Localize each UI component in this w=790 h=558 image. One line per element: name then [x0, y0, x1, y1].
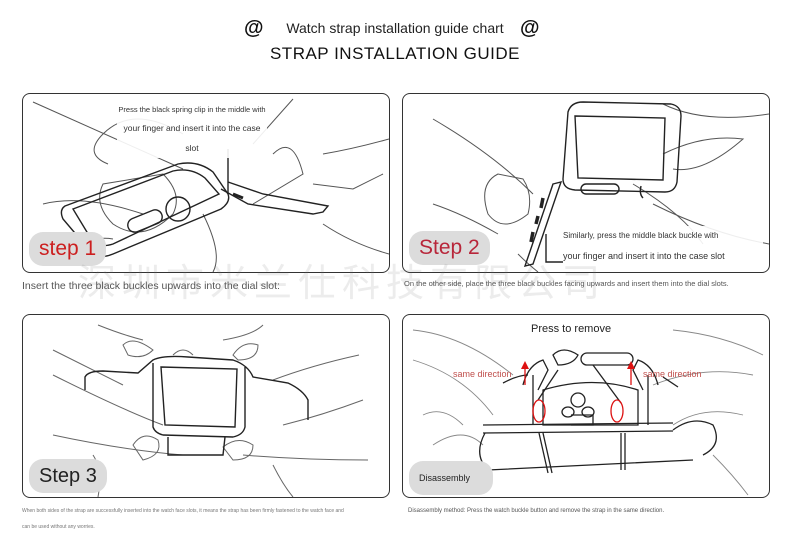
right-direction-label: same direction: [643, 369, 702, 379]
step-2-badge: Step 2: [409, 231, 490, 265]
step-3-caption-line-2: can be used without any worries.: [22, 524, 95, 530]
step-2-panel: Similarly, press the middle black buckle…: [402, 93, 770, 273]
spiral-icon: @: [244, 17, 264, 39]
step-1-panel: Press the black spring clip in the middl…: [22, 93, 390, 273]
step-1-illustration: [32, 98, 389, 272]
page-title: STRAP INSTALLATION GUIDE: [269, 44, 521, 63]
step-2-note: Similarly, press the middle black buckle…: [563, 226, 763, 266]
disassembly-panel: Press to remove same direction same dire…: [402, 314, 770, 498]
header: @ Watch strap installation guide chart @…: [0, 0, 790, 80]
step-1-badge: step 1: [29, 232, 107, 266]
disassembly-caption: Disassembly method: Press the watch buck…: [408, 508, 665, 514]
left-direction-label: same direction: [453, 369, 512, 379]
step-3-panel: Step 3: [22, 314, 390, 498]
step-3-illustration: [52, 324, 369, 497]
step-3-badge: Step 3: [29, 459, 107, 493]
press-to-remove-label: Press to remove: [531, 323, 612, 335]
company-watermark: 深圳市米兰仕科技有限公司: [78, 261, 607, 305]
step-3-caption-line-1: When both sides of the strap are success…: [22, 508, 344, 514]
spiral-icon: @: [520, 17, 540, 39]
disassembly-badge: Disassembly: [409, 461, 493, 495]
header-subtitle: Watch strap installation guide chart: [286, 20, 504, 36]
step-1-caption: Insert the three black buckles upwards i…: [22, 280, 280, 292]
step-2-caption: On the other side, place the three black…: [404, 279, 729, 288]
step-1-note: Press the black spring clip in the middl…: [117, 102, 267, 158]
disassembly-illustration: [412, 329, 764, 496]
